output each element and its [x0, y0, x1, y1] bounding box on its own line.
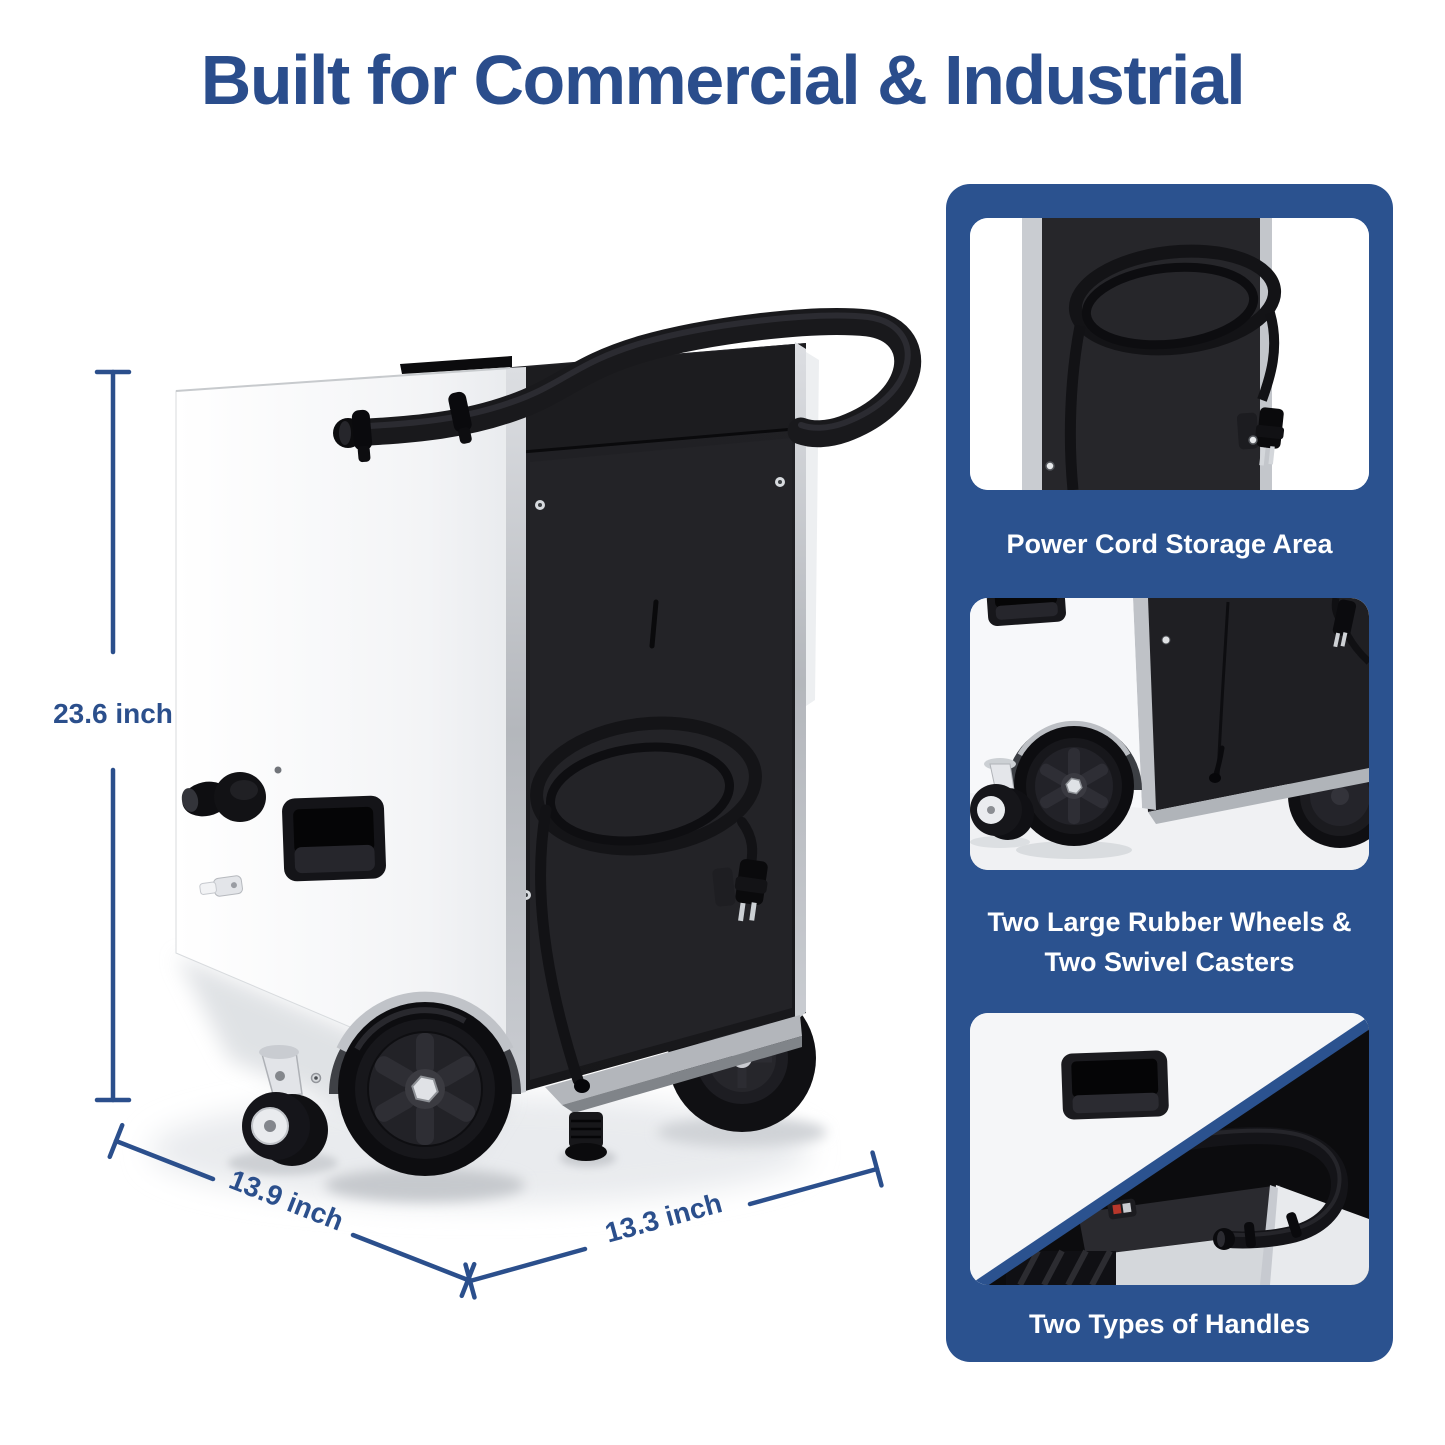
pocket-handle-photo [1061, 1050, 1169, 1120]
plug-dangling [1331, 598, 1369, 665]
machine-side-panel [175, 367, 526, 1096]
feature-caption-power-cord: Power Cord Storage Area [1006, 529, 1333, 559]
back-screws [521, 477, 785, 900]
power-plug [712, 859, 768, 922]
pocket-handle [282, 795, 386, 882]
power-cord-storage-photo [970, 218, 1369, 490]
feature-caption-wheels: Two Large Rubber Wheels & Two Swivel Cas… [970, 870, 1369, 1013]
feature-caption-wheels-line2: Two Swivel Casters [1044, 946, 1295, 977]
drain-nozzle [199, 875, 243, 897]
plug [1236, 407, 1285, 466]
handles-photo [970, 1013, 1369, 1285]
power-switch [1107, 1198, 1137, 1220]
feature-caption-handles: Two Types of Handles [1028, 1308, 1311, 1339]
leveling-foot [565, 1112, 607, 1161]
wheels-casters-photo [970, 598, 1369, 870]
dimension-line-width [463, 1150, 884, 1300]
feature-caption-wheels-line1: Two Large Rubber Wheels & [987, 906, 1352, 937]
dimension-height-label: 23.6 inch [53, 698, 173, 729]
swivel-caster-small [970, 758, 1034, 840]
coiled-cord [1064, 244, 1282, 490]
drain-port [181, 772, 266, 822]
indicator-dot [274, 766, 282, 774]
side-screw [310, 1072, 322, 1084]
swivel-caster [242, 1045, 328, 1166]
pocket-handle-partial [986, 598, 1066, 626]
front-wheel [338, 1002, 512, 1176]
dimension-line-height [94, 369, 132, 1103]
push-handle [333, 308, 922, 463]
front-wheel-small [1014, 726, 1134, 846]
dimension-annotations [94, 369, 884, 1300]
page-title: Built for Commercial & Industrial [200, 41, 1246, 119]
dehumidifier-illustration: 23.6 inch 13.9 inch 13.3 inch [53, 308, 922, 1300]
diagonal-divider [970, 1016, 1369, 1285]
feature-sidebar: Power Cord Storage Area [946, 184, 1393, 1362]
